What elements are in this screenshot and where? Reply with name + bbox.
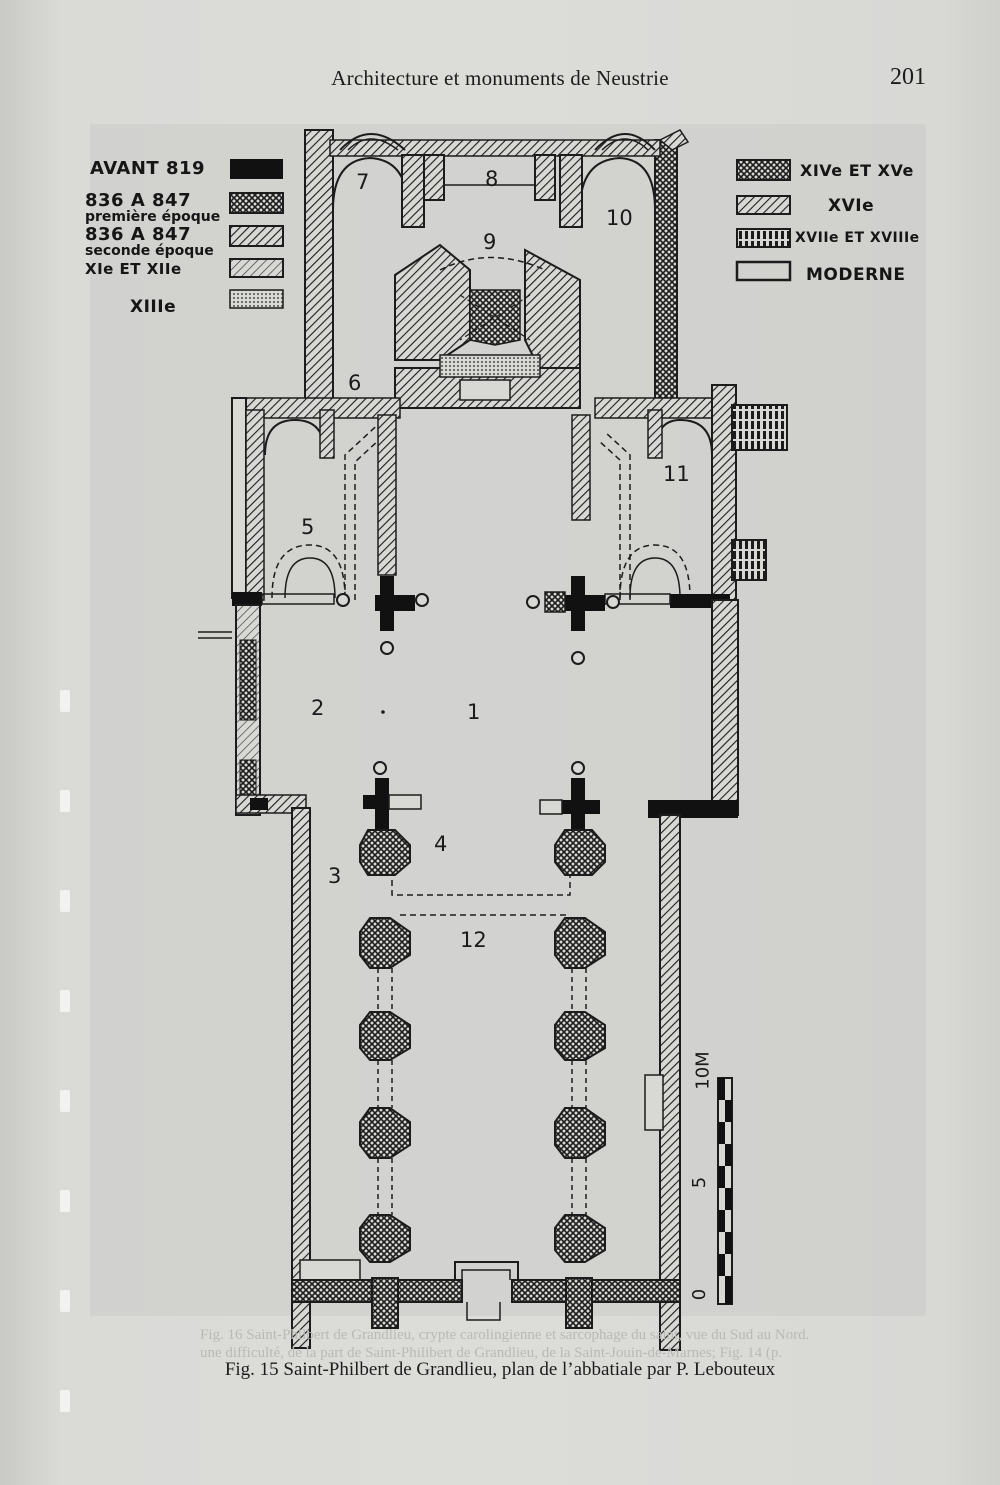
scale-label-five: 5 (689, 1176, 711, 1189)
legend-label-xiv-xv: XIVe ET XVe (800, 161, 914, 180)
legend-sub-second-epoch: seconde époque (85, 243, 214, 259)
transept (198, 384, 788, 665)
legend-swatches (229, 159, 792, 309)
film-edge-mark (60, 1090, 70, 1112)
room-number-3: 3 (328, 864, 342, 888)
nave-piers (359, 710, 606, 1329)
film-edge-mark (60, 690, 70, 712)
nave-walls (235, 599, 739, 1351)
film-edge-mark (60, 990, 70, 1012)
room-number-9: 9 (483, 230, 497, 254)
room-number-5: 5 (301, 515, 315, 539)
bleed-through-caption: Fig. 16 Saint-Philbert de Grandlieu, cry… (200, 1326, 980, 1362)
running-title: Architecture et monuments de Neustrie (331, 66, 669, 90)
legend-label-xi-xii: XIe ET XIIe (85, 260, 182, 278)
film-edge-mark (60, 1190, 70, 1212)
room-number-12: 12 (460, 928, 487, 952)
room-number-2: 2 (311, 696, 325, 720)
room-number-8: 8 (485, 167, 499, 191)
legend-label-836-847-first: 836 A 847 (85, 190, 192, 211)
legend-label-moderne: MODERNE (806, 265, 906, 285)
room-number-4: 4 (434, 832, 448, 856)
film-edge-mark (60, 1290, 70, 1312)
scale-label-ten-meters: 10M (692, 1051, 714, 1090)
figure-caption: Fig. 15 Saint-Philbert de Grandlieu, pla… (224, 1359, 776, 1380)
bleed-through-line: Fig. 16 Saint-Philbert de Grandlieu, cry… (200, 1327, 810, 1343)
legend-label-xiii: XIIIe (130, 297, 177, 317)
bleed-through-line: une difficulté, de la part de Saint-Phil… (200, 1345, 783, 1361)
chevet (304, 129, 690, 411)
scale-bar (717, 1077, 733, 1305)
film-edge-mark (60, 790, 70, 812)
room-number-1: 1 (467, 700, 481, 724)
room-number-7: 7 (356, 170, 370, 194)
page-number: 201 (890, 64, 926, 90)
film-edge-mark (60, 890, 70, 912)
room-number-6: 6 (348, 371, 362, 395)
scale-label-zero: 0 (689, 1288, 711, 1301)
legend-label-avant-819: AVANT 819 (90, 158, 206, 179)
legend-sub-first-epoch: première époque (85, 209, 221, 225)
room-number-11: 11 (663, 462, 690, 486)
legend-label-xvii-xviii: XVIIe ET XVIIIe (795, 230, 920, 246)
room-number-10: 10 (606, 206, 633, 230)
legend-label-836-847-second: 836 A 847 (85, 224, 192, 245)
film-edge-mark (60, 1390, 70, 1412)
legend-label-xvi: XVIe (828, 196, 875, 216)
